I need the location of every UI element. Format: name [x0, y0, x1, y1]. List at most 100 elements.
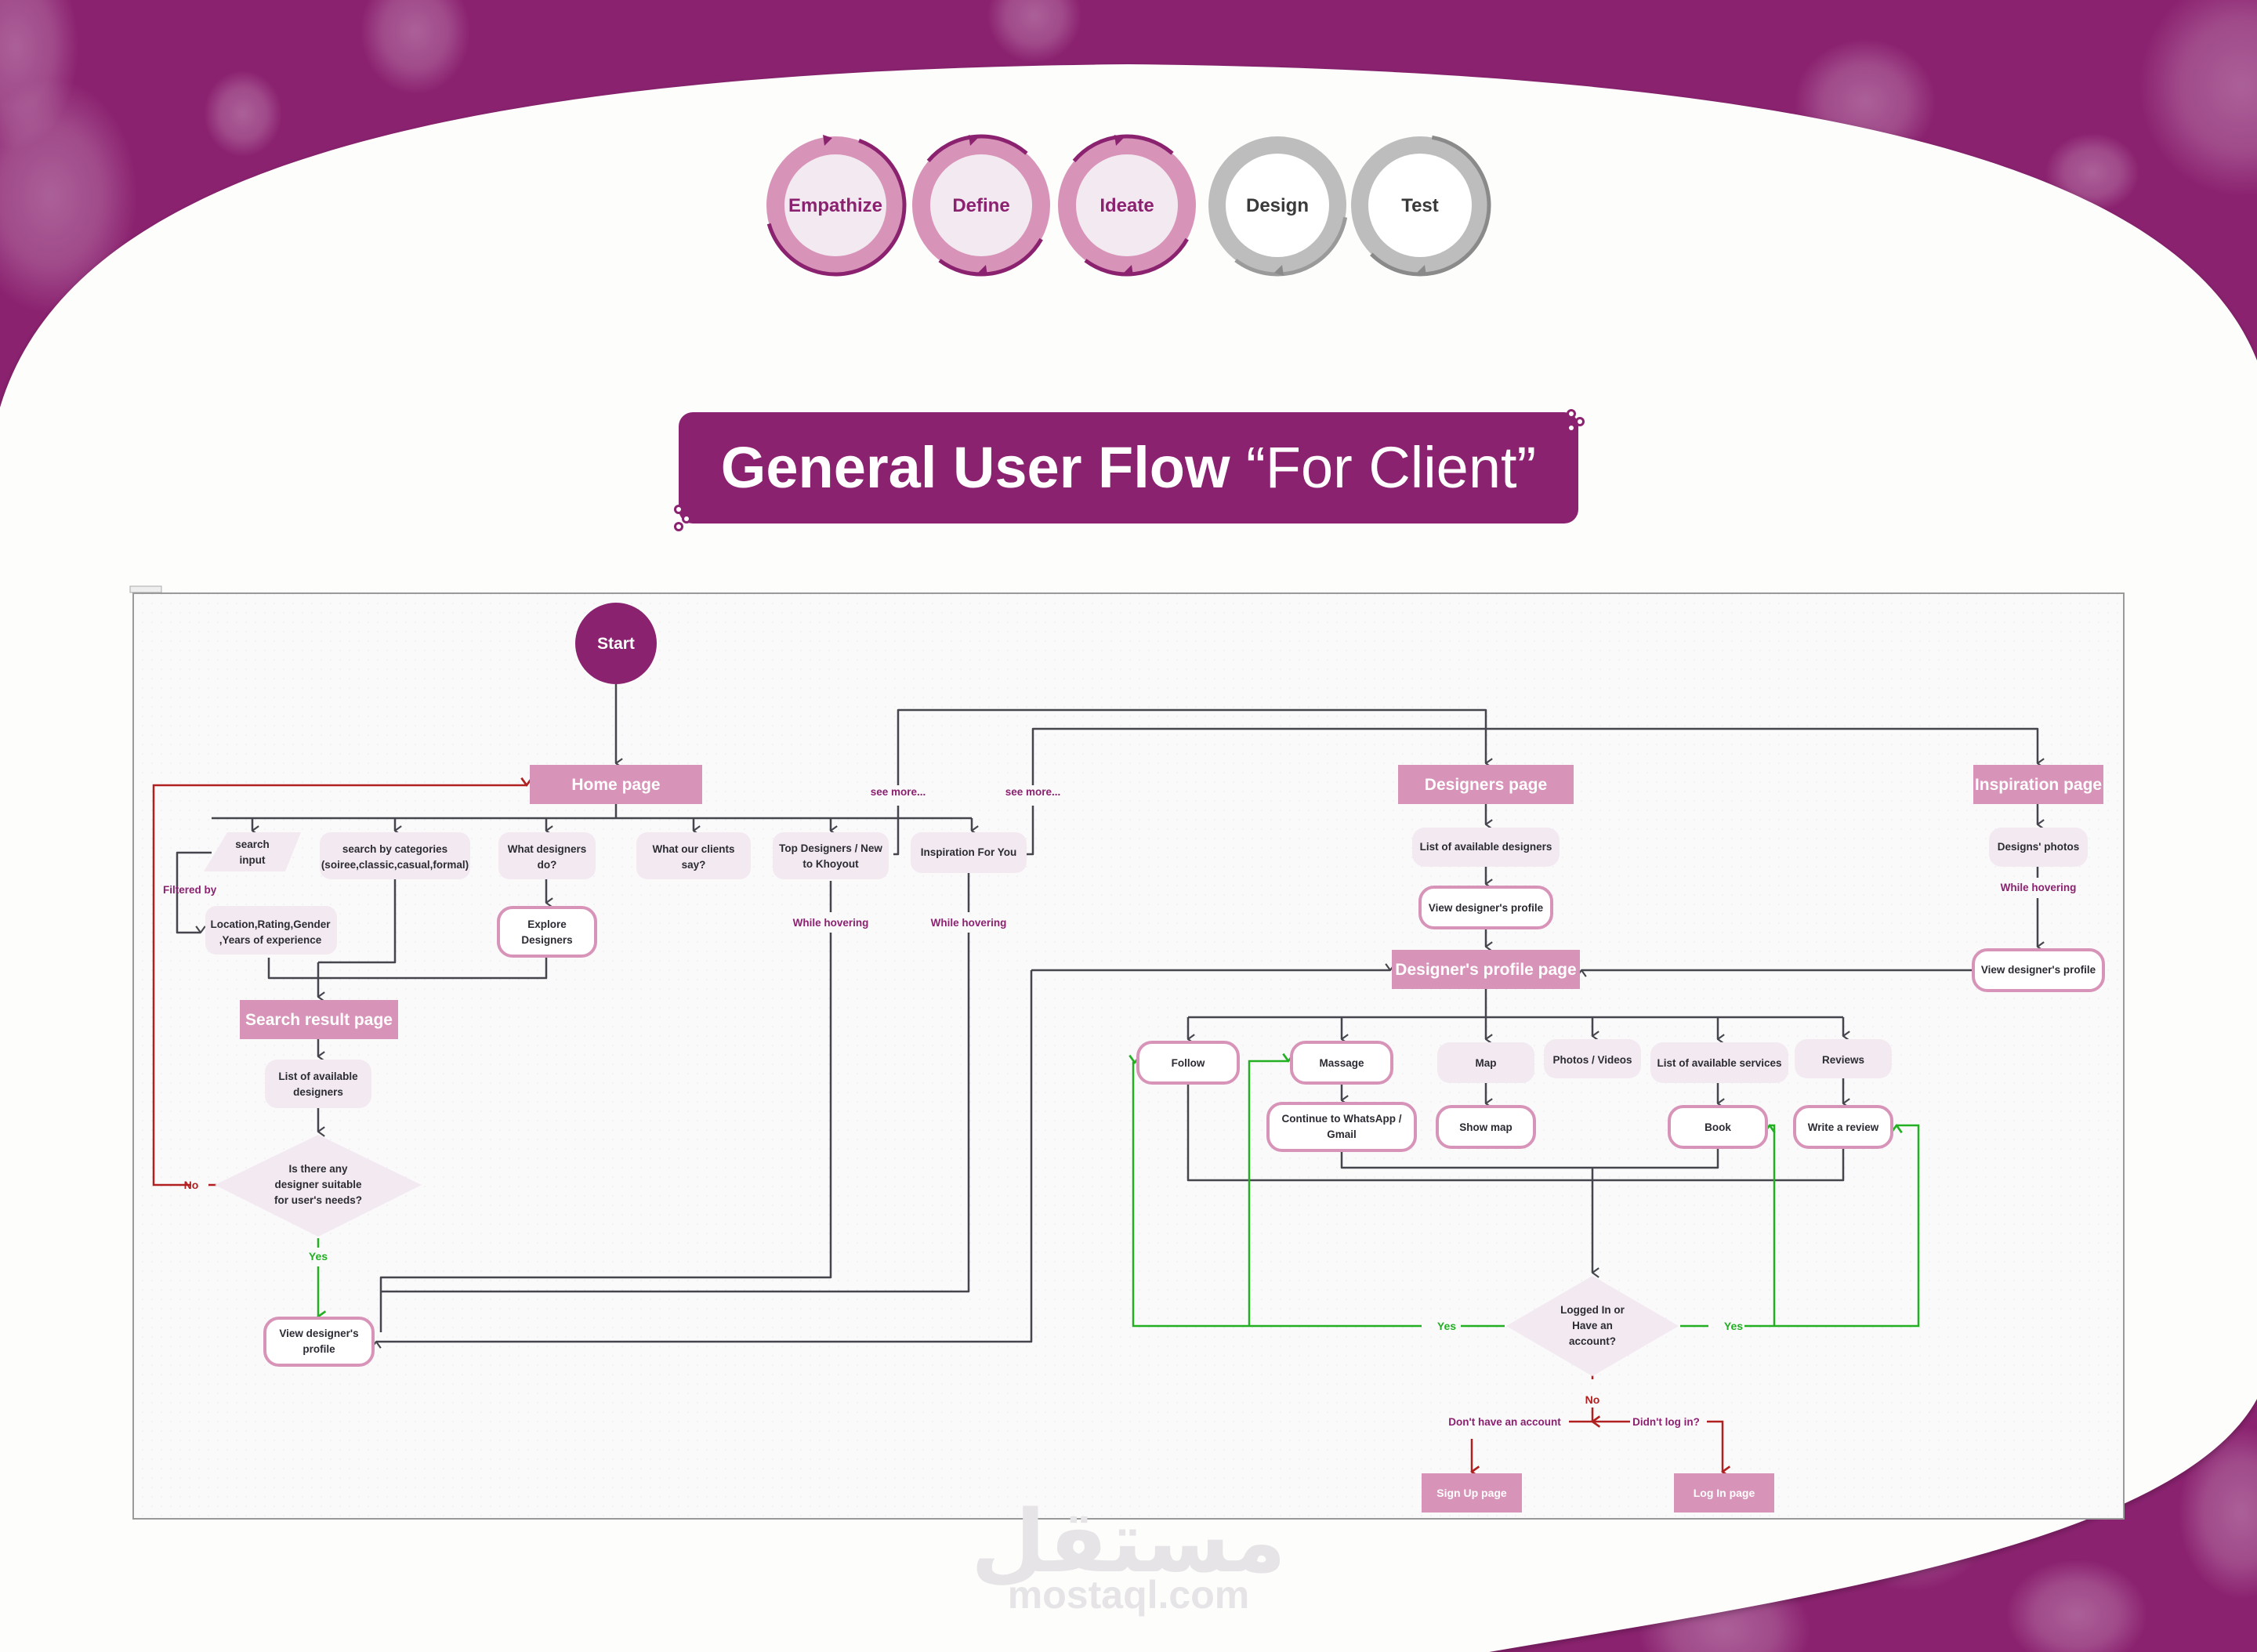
top-designers-node[interactable]: Top Designers / New to Khoyout — [773, 832, 889, 879]
list-available-designers-left[interactable]: List of available designers — [265, 1060, 371, 1108]
decor-dots-icon — [676, 411, 1582, 529]
photos-videos-node[interactable]: Photos / Videos — [1544, 1039, 1641, 1078]
didnt-log-in-label: Didn't log in? — [1632, 1416, 1700, 1428]
book-node[interactable]: Book — [1668, 1105, 1768, 1149]
inspiration-page-node[interactable]: Inspiration page — [1973, 765, 2103, 804]
map-node[interactable]: Map — [1437, 1042, 1534, 1083]
node-label: Logged In or — [1560, 1304, 1625, 1316]
search-result-page-label: Search result page — [245, 1011, 393, 1029]
dont-have-account-label: Don't have an account — [1448, 1416, 1561, 1428]
see-more-link[interactable]: see more... — [1005, 786, 1061, 798]
log-in-page-label: Log In page — [1694, 1487, 1755, 1499]
node-label: View designer's — [279, 1328, 358, 1339]
while-hovering-label: While hovering — [793, 917, 869, 929]
node-label: Massage — [1319, 1057, 1364, 1069]
massage-node[interactable]: Massage — [1290, 1041, 1393, 1085]
services-node[interactable]: List of available services — [1650, 1042, 1788, 1083]
show-map-node[interactable]: Show map — [1436, 1105, 1536, 1149]
no-label: No — [1585, 1393, 1600, 1406]
node-label: Designs' photos — [1998, 841, 2079, 853]
node-label: Write a review — [1808, 1121, 1879, 1133]
view-profile-left-node[interactable]: View designer's profile — [263, 1317, 375, 1367]
phase-label: Ideate — [1100, 195, 1154, 216]
node-label: What our clients — [652, 843, 734, 855]
node-label: for user's needs? — [274, 1194, 362, 1206]
node-label: What designers — [508, 843, 587, 855]
node-label: account? — [1569, 1335, 1616, 1347]
node-label: designers — [293, 1086, 343, 1098]
what-clients-say-node[interactable]: What our clients say? — [636, 832, 751, 879]
title-banner: General User Flow “For Client” — [674, 409, 1585, 531]
cycle-arrow-icon — [1114, 135, 1124, 146]
node-label: Designers — [521, 934, 572, 946]
node-label: List of available designers — [1420, 841, 1552, 853]
inspiration-for-you-node[interactable]: Inspiration For You — [911, 832, 1027, 873]
node-label: View designer's profile — [1429, 902, 1544, 914]
list-available-designers-right[interactable]: List of available designers — [1412, 828, 1560, 867]
start-node[interactable]: Start — [575, 603, 657, 684]
node-label: Gmail — [1327, 1129, 1357, 1140]
cycle-arrow-icon — [969, 135, 978, 146]
yes-connectors — [318, 1061, 1920, 1326]
node-label: profile — [303, 1343, 335, 1355]
cycle-arrow-icon — [978, 265, 987, 276]
node-label: Book — [1705, 1121, 1731, 1133]
node-label: say? — [682, 859, 706, 871]
node-label: Continue to WhatsApp / — [1282, 1113, 1402, 1125]
watermark-arabic: مستقل — [971, 1494, 1286, 1590]
search-input-node[interactable]: search input — [204, 832, 301, 871]
cycle-arrow-icon — [1124, 265, 1133, 276]
filtered-by-label: Filtered by — [163, 884, 217, 896]
filters-node[interactable]: Location,Rating,Gender ,Years of experie… — [205, 906, 337, 955]
explore-designers-node[interactable]: Explore Designers — [497, 906, 597, 958]
see-more-link[interactable]: see more... — [871, 786, 926, 798]
node-label: Reviews — [1822, 1054, 1864, 1066]
designer-profile-page-label: Designer's profile page — [1395, 961, 1576, 979]
designer-profile-page-node[interactable]: Designer's profile page — [1392, 950, 1580, 989]
no-label: No — [184, 1179, 199, 1191]
design-process-phases: Empathize Define Ideate Design — [764, 134, 1491, 277]
node-label: Is there any — [288, 1163, 348, 1175]
node-label: designer suitable — [274, 1179, 362, 1190]
sign-up-page-node[interactable]: Sign Up page — [1422, 1473, 1522, 1513]
node-label: Inspiration For You — [921, 846, 1017, 858]
reviews-node[interactable]: Reviews — [1795, 1039, 1892, 1078]
search-result-page-node[interactable]: Search result page — [240, 1000, 398, 1039]
search-categories-node[interactable]: search by categories (soiree,classic,cas… — [320, 832, 470, 879]
start-label: Start — [597, 635, 635, 653]
while-hovering-label: While hovering — [2001, 882, 2077, 893]
phase-label: Design — [1246, 195, 1309, 216]
node-label: Explore — [527, 918, 567, 930]
phase-label: Empathize — [788, 195, 882, 216]
designs-photos-node[interactable]: Designs' photos — [1989, 828, 2088, 867]
node-label: Location,Rating,Gender — [210, 918, 331, 930]
node-label: Photos / Videos — [1552, 1054, 1632, 1066]
home-page-label: Home page — [571, 776, 660, 794]
connectors — [176, 684, 2038, 1342]
inspiration-page-label: Inspiration page — [1975, 776, 2102, 794]
phase-define: Define — [910, 134, 1052, 277]
designers-page-label: Designers page — [1425, 776, 1547, 794]
node-label: Show map — [1459, 1121, 1513, 1133]
cycle-arrow-icon — [1417, 265, 1426, 276]
frame-label-tag — [129, 585, 162, 593]
phase-test: Test — [1349, 134, 1491, 277]
node-label: Have an — [1572, 1320, 1613, 1331]
title-main: General User Flow — [721, 435, 1246, 500]
log-in-page-node[interactable]: Log In page — [1674, 1473, 1774, 1513]
what-designers-do-node[interactable]: What designers do? — [498, 832, 596, 879]
continue-whatsapp-node[interactable]: Continue to WhatsApp / Gmail — [1266, 1102, 1417, 1152]
home-page-node[interactable]: Home page — [530, 765, 702, 804]
title-quoted: “For Client” — [1246, 435, 1536, 500]
write-review-node[interactable]: Write a review — [1793, 1105, 1893, 1149]
node-label: search by categories — [342, 843, 447, 855]
view-profile-right-node[interactable]: View designer's profile — [1972, 948, 2105, 992]
cycle-arrow-icon — [823, 135, 832, 146]
decision-suitable-designer: Is there any designer suitable for user'… — [215, 1135, 422, 1237]
phase-design: Design — [1206, 134, 1349, 277]
designers-page-node[interactable]: Designers page — [1398, 765, 1574, 804]
follow-node[interactable]: Follow — [1136, 1041, 1240, 1085]
node-label: (soiree,classic,casual,formal) — [321, 859, 469, 871]
view-profile-mid-node[interactable]: View designer's profile — [1418, 886, 1553, 929]
